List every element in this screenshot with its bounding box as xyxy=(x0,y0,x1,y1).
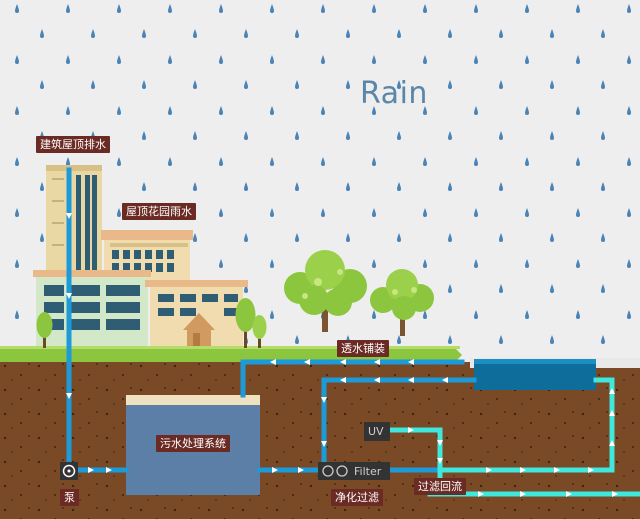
flow-arrow-icon xyxy=(520,491,526,497)
flow-arrow-icon xyxy=(298,467,304,473)
water-pond xyxy=(470,358,640,390)
flow-arrow-icon xyxy=(304,359,310,365)
filter-icon xyxy=(318,462,390,480)
flow-arrow-icon xyxy=(408,377,414,383)
flow-arrow-icon xyxy=(442,377,448,383)
label-roof-garden: 屋顶花园雨水 xyxy=(122,203,196,220)
blue-pipes xyxy=(66,167,477,473)
flow-arrow-icon xyxy=(554,467,560,473)
flow-arrow-icon xyxy=(66,293,72,299)
uv-unit xyxy=(364,422,390,441)
flow-arrow-icon xyxy=(340,377,346,383)
pump-icon xyxy=(60,462,78,480)
flow-arrow-icon xyxy=(486,467,492,473)
label-pump: 泵 xyxy=(60,489,79,506)
label-permeable-pavement: 透水铺装 xyxy=(337,340,389,357)
tree-icon xyxy=(284,250,367,332)
uv-label: UV xyxy=(368,425,384,438)
flow-arrow-icon xyxy=(66,393,72,399)
flow-arrow-icon xyxy=(612,491,618,497)
flow-arrow-icon xyxy=(408,427,414,433)
right-building xyxy=(145,280,248,346)
label-purify: 净化过滤 xyxy=(331,489,383,506)
flow-arrow-icon xyxy=(374,359,380,365)
flow-arrow-icon xyxy=(272,467,278,473)
flow-arrow-icon xyxy=(408,359,414,365)
flow-arrow-icon xyxy=(609,388,615,394)
flow-arrow-icon xyxy=(321,441,327,447)
label-sewage-system: 污水处理系统 xyxy=(156,435,230,452)
rain-title: Rain xyxy=(360,76,428,111)
flow-arrow-icon xyxy=(437,440,443,446)
flow-arrow-icon xyxy=(588,467,594,473)
flow-arrow-icon xyxy=(106,467,112,473)
flow-arrow-icon xyxy=(566,491,572,497)
flow-arrow-icon xyxy=(609,440,615,446)
flow-arrow-icon xyxy=(437,458,443,464)
tree-icon xyxy=(36,312,53,348)
flow-arrow-icon xyxy=(270,359,276,365)
label-filter-return: 过滤回流 xyxy=(414,478,466,495)
flow-arrow-icon xyxy=(520,467,526,473)
flow-arrow-icon xyxy=(88,467,94,473)
flow-arrow-icon xyxy=(374,377,380,383)
flow-arrow-icon xyxy=(609,410,615,416)
flow-arrow-icon xyxy=(340,359,346,365)
tree-icon xyxy=(235,298,267,348)
label-roof-drain: 建筑屋顶排水 xyxy=(36,136,110,153)
flow-arrows xyxy=(66,213,618,497)
low-building xyxy=(33,270,151,346)
filter-label: Filter xyxy=(354,465,382,478)
flow-arrow-icon xyxy=(478,491,484,497)
flow-arrow-icon xyxy=(321,397,327,403)
flow-arrow-icon xyxy=(66,213,72,219)
tree-icon xyxy=(370,269,434,336)
